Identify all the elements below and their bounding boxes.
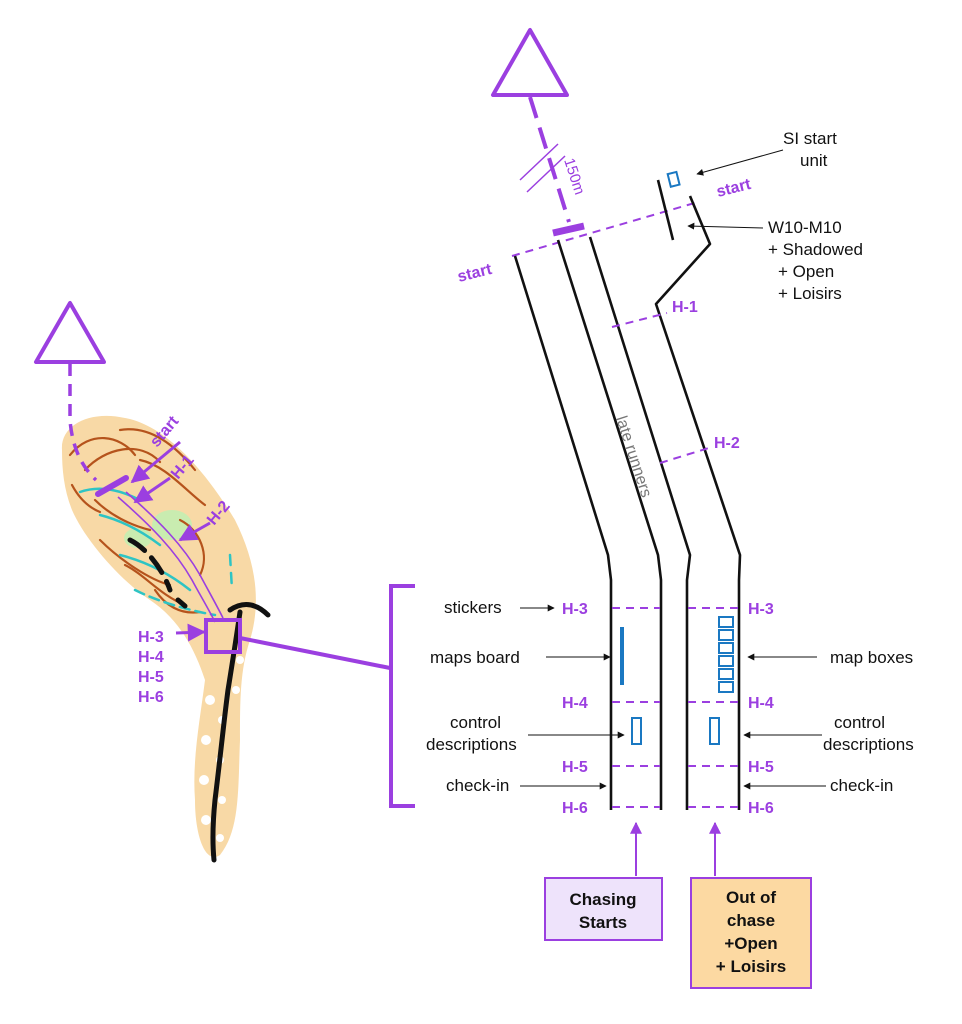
out-line3: +Open xyxy=(724,934,777,953)
arrow-w10 xyxy=(687,222,764,230)
inset-h4-label: H-4 xyxy=(138,649,164,666)
control-desc-right-1: control xyxy=(834,713,885,732)
inset-h6-label: H-6 xyxy=(138,689,164,706)
w10-line2: + Shadowed xyxy=(768,240,863,259)
start-triangle-icon xyxy=(34,301,106,364)
zoom-connector xyxy=(239,636,391,670)
check-in-left-label: check-in xyxy=(446,776,509,795)
water-lines xyxy=(78,487,234,617)
break-mark xyxy=(519,143,559,181)
inset-h3-label: H-3 xyxy=(138,629,164,646)
stickers-label: stickers xyxy=(444,598,502,617)
out-line2: chase xyxy=(727,911,775,930)
h6-left-label: H-6 xyxy=(562,800,588,817)
break-mark xyxy=(526,155,566,193)
map-boxes-icon xyxy=(718,616,734,693)
h3-right-label: H-3 xyxy=(748,601,774,618)
inset-map: start H-1 H-2 H-3 H-4 H-5 H-6 xyxy=(34,301,271,863)
route-to-start xyxy=(68,364,98,482)
path-dots xyxy=(199,656,244,842)
h5-left-label: H-5 xyxy=(562,759,588,776)
si-start-unit-icon xyxy=(666,170,681,188)
start-right-label: start xyxy=(715,176,753,201)
check-in-right-label: check-in xyxy=(830,776,893,795)
h2-label: H-2 xyxy=(714,435,740,452)
control-desc-left-icon xyxy=(631,717,642,745)
h-separators xyxy=(612,607,738,808)
h6-right-label: H-6 xyxy=(748,800,774,817)
h3-left-label: H-3 xyxy=(562,601,588,618)
control-desc-right-icon xyxy=(709,717,720,745)
start-bar xyxy=(552,222,585,237)
chasing-line2: Starts xyxy=(579,913,627,932)
route-dashed xyxy=(528,96,571,223)
arrow-start xyxy=(130,440,181,484)
si-start-line1: SI start xyxy=(783,129,837,148)
start-layout: 150m start start SI start unit W10-M10 +… xyxy=(426,28,914,989)
h4-left-label: H-4 xyxy=(562,695,588,712)
w10-line4: + Loisirs xyxy=(778,284,842,303)
arrow-h3-6 xyxy=(175,623,206,642)
start-left-label: start xyxy=(456,261,494,286)
contour-lines xyxy=(68,428,207,614)
control-desc-left-2: descriptions xyxy=(426,735,517,754)
h1-label: H-1 xyxy=(672,299,698,316)
inset-h5-label: H-5 xyxy=(138,669,164,686)
w10-line1: W10-M10 xyxy=(768,218,842,237)
out-of-chase-box xyxy=(690,877,812,989)
distance-label: 150m xyxy=(560,156,588,197)
map-boxes-label: map boxes xyxy=(830,648,913,667)
arrow-si-start xyxy=(696,149,784,176)
h1-line xyxy=(611,312,668,328)
zoom-bracket xyxy=(389,584,415,808)
corridor-route xyxy=(117,491,224,623)
arrow-h1 xyxy=(133,476,171,504)
h2-line xyxy=(659,446,713,464)
chasing-line1: Chasing xyxy=(569,890,636,909)
si-start-line2: unit xyxy=(800,151,828,170)
corral-square xyxy=(204,618,242,654)
control-desc-left-1: control xyxy=(450,713,501,732)
start-bar xyxy=(95,475,129,497)
out-line1: Out of xyxy=(726,888,776,907)
h5-right-label: H-5 xyxy=(748,759,774,776)
control-desc-right-2: descriptions xyxy=(823,735,914,754)
h4-right-label: H-4 xyxy=(748,695,774,712)
late-runners-label: late runners xyxy=(612,414,654,500)
w10-line3: + Open xyxy=(778,262,834,281)
corridor-walls xyxy=(513,179,742,810)
chasing-starts-box xyxy=(544,877,663,941)
main-start-triangle-icon xyxy=(491,28,569,97)
maps-board-label: maps board xyxy=(430,648,520,667)
out-line4: + Loisirs xyxy=(716,957,786,976)
arrow-h2 xyxy=(178,521,211,542)
